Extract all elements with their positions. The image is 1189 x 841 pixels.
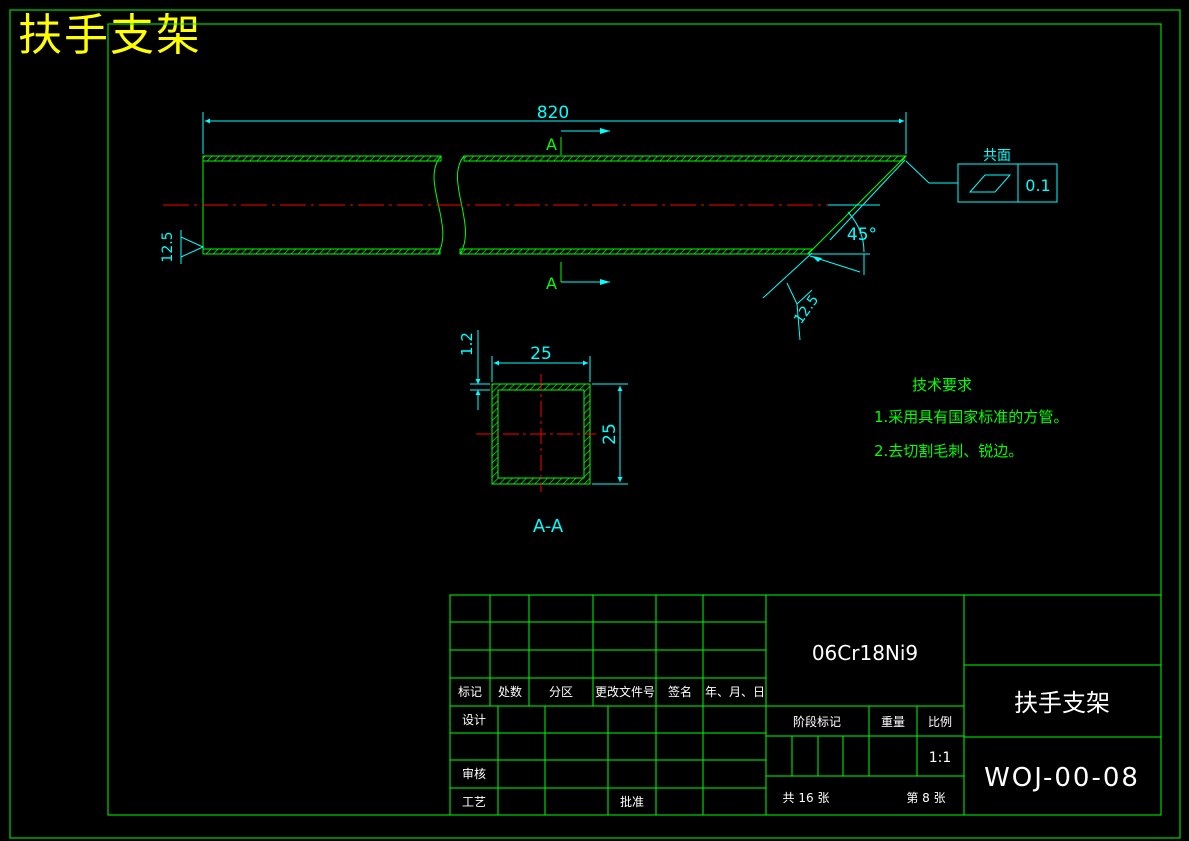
section-marker-top	[560, 128, 610, 155]
header-mark: 标记	[458, 685, 482, 699]
row-review: 审核	[462, 766, 486, 781]
section-marker-bottom	[560, 262, 610, 285]
title-block-headers: 标记 处数 分区 更改文件号 签名 年、月、日	[458, 684, 765, 699]
roughness-left-value: 12.5	[160, 231, 176, 262]
section-dimensions	[470, 330, 628, 485]
angle-dimension	[808, 204, 880, 275]
total-sheets: 共 16 张	[783, 791, 830, 805]
section-label-bottom: A	[546, 274, 557, 293]
material: 06Cr18Ni9	[812, 641, 918, 665]
section-aa-label: A-A	[533, 516, 564, 537]
part-name: 扶手支架	[1014, 689, 1110, 717]
notes-item-2: 2.去切割毛刺、锐边。	[874, 442, 1023, 460]
angle-dim-value: 45°	[847, 225, 877, 245]
row-process: 工艺	[462, 795, 486, 809]
title-block-rows: 设计 审核 工艺 批准	[462, 713, 644, 809]
scale-value: 1:1	[929, 750, 952, 766]
notes-item-1: 1.采用具有国家标准的方管。	[874, 408, 1068, 426]
notes-heading: 技术要求	[912, 376, 972, 394]
stage-row: 阶段标记 重量 比例	[793, 714, 952, 729]
width-dim-value: 25	[530, 344, 552, 364]
header-change-doc: 更改文件号	[595, 684, 655, 699]
title-block-grid	[449, 594, 1162, 816]
tube-main-view	[163, 155, 908, 255]
header-signature: 签名	[668, 684, 692, 699]
header-date: 年、月、日	[705, 685, 765, 699]
gdt-leader	[829, 159, 958, 241]
section-aa-view	[476, 374, 596, 492]
wall-dim-value: 1.2	[458, 332, 476, 356]
stage-mark-label: 阶段标记	[793, 714, 841, 729]
roughness-symbol-left	[180, 230, 205, 264]
gdt-frame	[957, 163, 1058, 203]
roughness-symbol-cut	[762, 252, 813, 341]
weight-label: 重量	[881, 715, 905, 729]
scale-label: 比例	[928, 715, 952, 729]
header-count: 处数	[498, 684, 522, 699]
length-dim-value: 820	[537, 103, 569, 123]
length-dimension	[202, 112, 907, 154]
sheet-number: 第 8 张	[906, 791, 945, 805]
header-zone: 分区	[549, 685, 573, 699]
drawing-number: WOJ-00-08	[984, 763, 1140, 793]
gdt-label: 共面	[983, 148, 1011, 164]
row-design: 设计	[462, 713, 486, 727]
height-dim-value: 25	[600, 423, 620, 445]
approve-label: 批准	[620, 794, 644, 809]
drawing-title: 扶手支架	[18, 10, 202, 61]
gdt-tolerance: 0.1	[1025, 176, 1050, 195]
roughness-cut-value: 12.5	[791, 292, 822, 327]
section-label-top: A	[546, 135, 557, 154]
